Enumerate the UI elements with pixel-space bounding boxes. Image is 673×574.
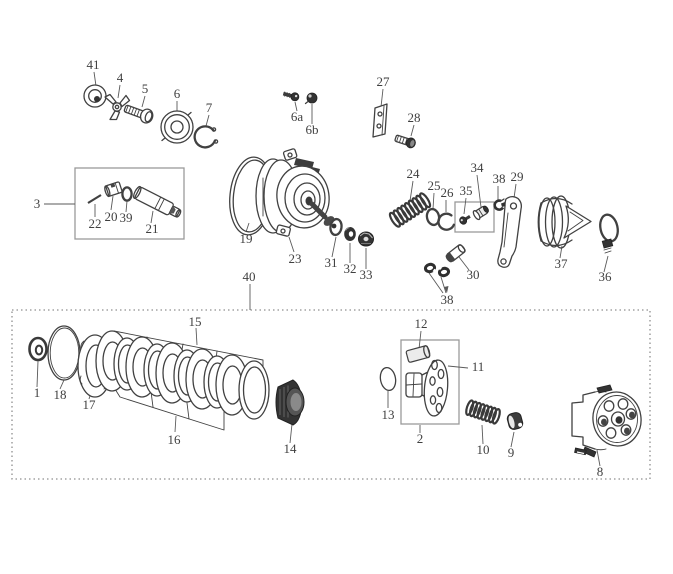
- label-4: 4: [117, 70, 124, 85]
- label-20: 20: [105, 209, 118, 224]
- label-3: 3: [34, 196, 41, 211]
- part-41-flange-nut: [83, 84, 107, 108]
- part-6b-nut: [304, 92, 318, 105]
- part-30-pin: [445, 244, 466, 263]
- label-24: 24: [407, 166, 421, 181]
- label-6: 6: [174, 86, 181, 101]
- label-18: 18: [54, 387, 67, 402]
- label-1: 1: [34, 385, 41, 400]
- label-38-top: 38: [493, 171, 506, 186]
- label-33: 33: [360, 267, 373, 282]
- label-19: 19: [240, 231, 253, 246]
- part-21-shaft: [132, 185, 182, 218]
- part-27-plate: [372, 103, 388, 138]
- part-28-bolt: [394, 134, 416, 149]
- part-33-nut: [358, 231, 374, 247]
- group-box-2: [400, 339, 460, 425]
- label-12: 12: [415, 316, 428, 331]
- label-9: 9: [508, 445, 515, 460]
- label-28: 28: [408, 110, 421, 125]
- part-37-boot: [537, 195, 592, 249]
- part-2-hub-assembly: [405, 359, 449, 417]
- label-5: 5: [142, 81, 149, 96]
- label-22: 22: [89, 216, 102, 231]
- part-14-splined-hub: [275, 379, 305, 426]
- label-13: 13: [382, 407, 395, 422]
- part-29-lever: [497, 195, 523, 268]
- part-4-star-lock-washer: [104, 93, 131, 121]
- part-6a-screw: [282, 91, 300, 102]
- part-34-adjuster: [472, 205, 489, 221]
- part-38-clip-top: [493, 198, 505, 211]
- label-6a: 6a: [291, 109, 304, 124]
- part-38-lock-washers-bottom: [423, 262, 451, 278]
- part-20-roller: [104, 181, 123, 198]
- part-6-washer-plate: [160, 110, 194, 144]
- part-39-o-ring: [121, 186, 133, 202]
- part-26-c-clip: [437, 212, 456, 231]
- part-1-seal: [28, 336, 48, 362]
- label-26: 26: [441, 185, 455, 200]
- label-29: 29: [511, 169, 524, 184]
- part-32-washer: [344, 227, 356, 241]
- part-5-bolt: [123, 104, 154, 124]
- part-22-pin: [87, 194, 102, 204]
- label-38-bottom: 38: [441, 292, 454, 307]
- label-41: 41: [87, 57, 100, 72]
- label-39: 39: [120, 210, 133, 225]
- label-17: 17: [83, 397, 97, 412]
- end-disc: [238, 360, 270, 420]
- label-30: 30: [467, 267, 480, 282]
- label-23: 23: [289, 251, 302, 266]
- part-8-clutch-drum: [571, 384, 642, 458]
- clutch-plate-stack: [95, 330, 270, 420]
- label-8: 8: [597, 464, 604, 479]
- label-6b: 6b: [306, 122, 319, 137]
- label-11: 11: [472, 359, 485, 374]
- part-7-c-clip: [193, 125, 219, 149]
- label-36: 36: [599, 269, 613, 284]
- leader-lines: [36, 71, 609, 467]
- part-12-roller: [405, 345, 431, 363]
- label-40: 40: [243, 269, 256, 284]
- part-36-clamp: [599, 213, 619, 254]
- part-35-screw: [459, 215, 471, 225]
- label-32: 32: [344, 261, 357, 276]
- label-21: 21: [146, 221, 159, 236]
- part-9-cap: [506, 412, 524, 430]
- label-10: 10: [477, 442, 490, 457]
- part-31-o-ring: [329, 217, 343, 237]
- part-25-o-ring: [425, 207, 441, 227]
- label-14: 14: [284, 441, 298, 456]
- part-10-spring: [465, 399, 501, 425]
- part-24-spring: [388, 192, 432, 228]
- label-15: 15: [189, 314, 202, 329]
- label-35: 35: [460, 183, 473, 198]
- label-2: 2: [417, 431, 424, 446]
- label-16: 16: [168, 432, 182, 447]
- label-34: 34: [471, 160, 485, 175]
- group-box-3: [74, 167, 185, 240]
- part-13-o-ring: [379, 366, 397, 392]
- group-box-40-dashed: [11, 309, 651, 480]
- label-37: 37: [555, 256, 569, 271]
- label-27: 27: [377, 74, 391, 89]
- label-25: 25: [428, 178, 441, 193]
- label-31: 31: [325, 255, 338, 270]
- part-18-o-ring: [47, 325, 81, 381]
- label-7: 7: [206, 100, 213, 115]
- group-box-34-35: [454, 201, 495, 233]
- part-23-actuator-assembly: [255, 148, 337, 237]
